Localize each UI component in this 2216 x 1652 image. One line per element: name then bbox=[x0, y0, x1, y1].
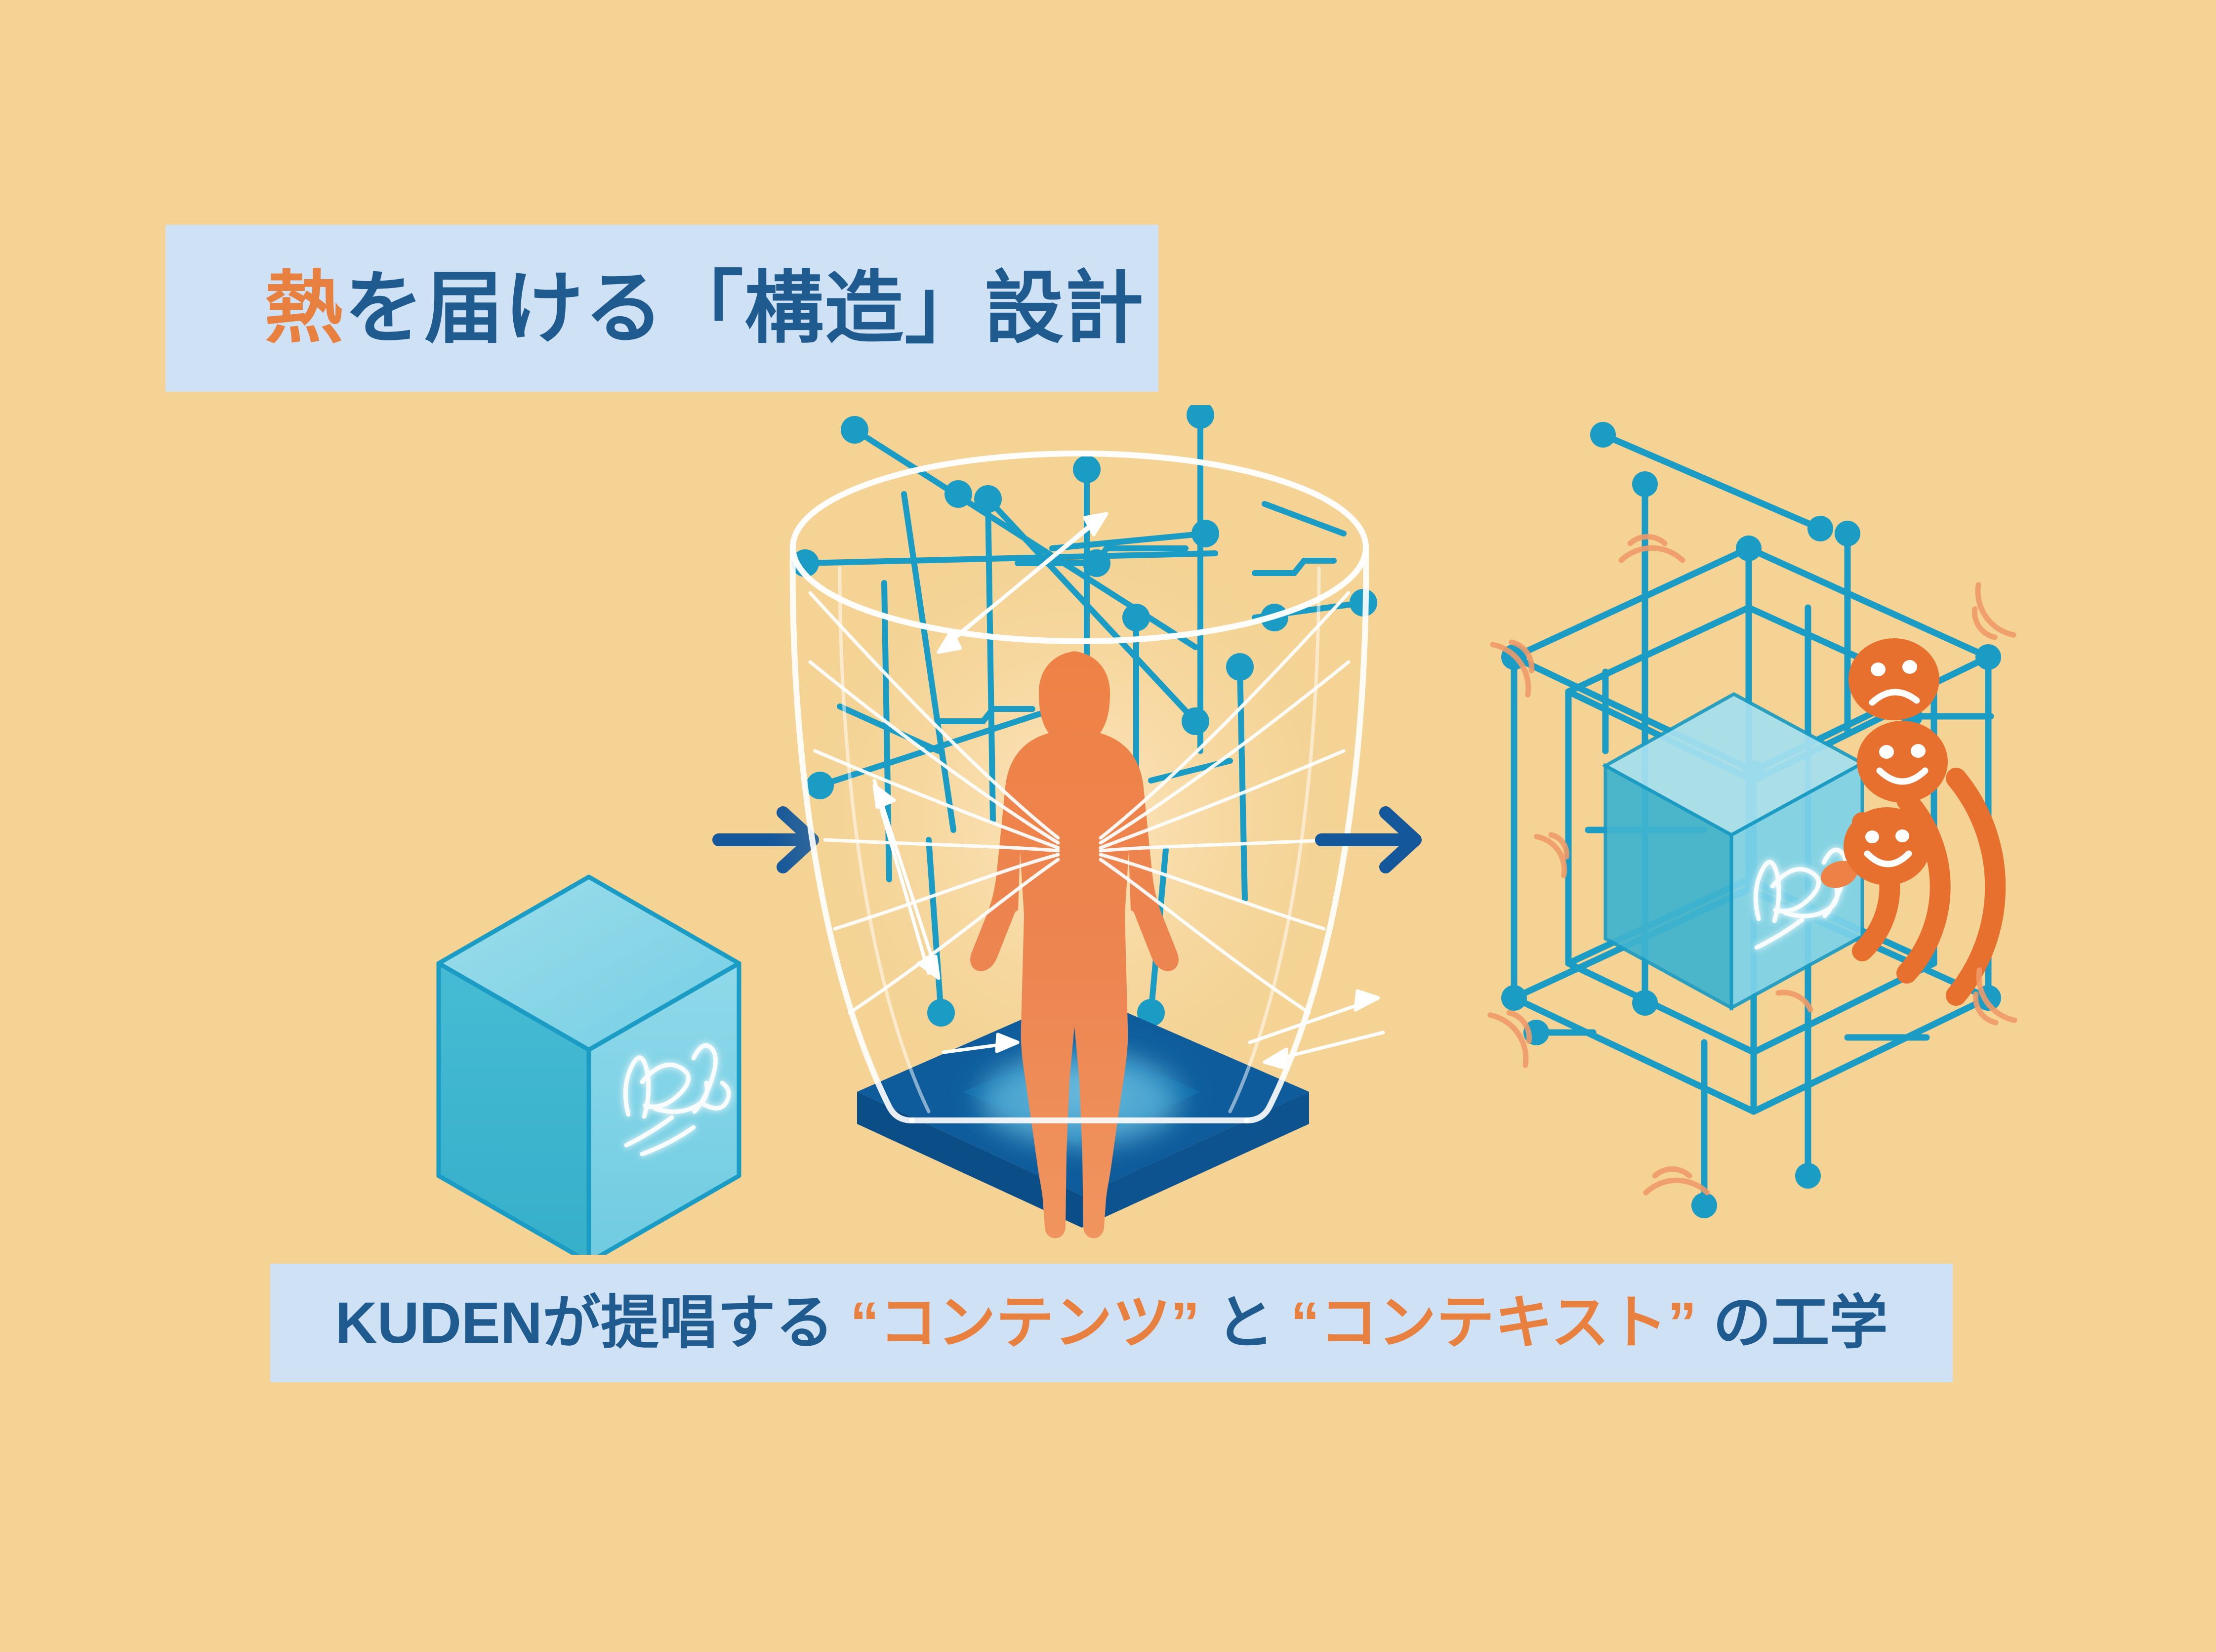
diagram-stage bbox=[0, 405, 2216, 1255]
delivery-lattice bbox=[1487, 422, 2017, 1218]
flow-arrow-2 bbox=[1315, 806, 1422, 873]
caption-join: と bbox=[1199, 1290, 1291, 1356]
caption-band: KUDENが提唱する “コンテンツ” と “コンテキスト” の工学 bbox=[270, 1264, 1953, 1382]
caption-lead: KUDENが提唱する bbox=[335, 1290, 850, 1356]
signal-arcs bbox=[1487, 534, 2017, 1196]
title-band: 熱を届ける「構造」設計 bbox=[165, 225, 1158, 392]
title-highlight-char: 熱 bbox=[264, 264, 345, 352]
vector-arrows bbox=[872, 512, 1385, 1070]
reaction-face-sad bbox=[1848, 638, 1939, 720]
content-cube bbox=[436, 874, 741, 1255]
caption-term-context: “コンテキスト” bbox=[1290, 1290, 1697, 1356]
human-context-funnel bbox=[771, 405, 1385, 1239]
context-funnel bbox=[789, 451, 1369, 1123]
caption-tail: の工学 bbox=[1696, 1290, 1888, 1356]
payload-scribble-icon bbox=[1753, 847, 1848, 950]
reaction-faces bbox=[1844, 638, 1948, 885]
page-title: 熱を届ける「構造」設計 bbox=[165, 269, 1145, 348]
convergence-rays bbox=[808, 591, 1351, 1015]
reaction-face-happy bbox=[1857, 721, 1948, 803]
reaction-face-smile bbox=[1844, 807, 1930, 885]
cube-scribble-icon bbox=[623, 1043, 731, 1156]
payload-cube bbox=[1601, 692, 1866, 1011]
title-rest: を届ける「構造」設計 bbox=[344, 264, 1145, 352]
caption-term-contents: “コンテンツ” bbox=[850, 1290, 1200, 1356]
human-silhouette bbox=[970, 651, 1179, 1239]
caption-text: KUDENが提唱する “コンテンツ” と “コンテキスト” の工学 bbox=[335, 1294, 1888, 1352]
